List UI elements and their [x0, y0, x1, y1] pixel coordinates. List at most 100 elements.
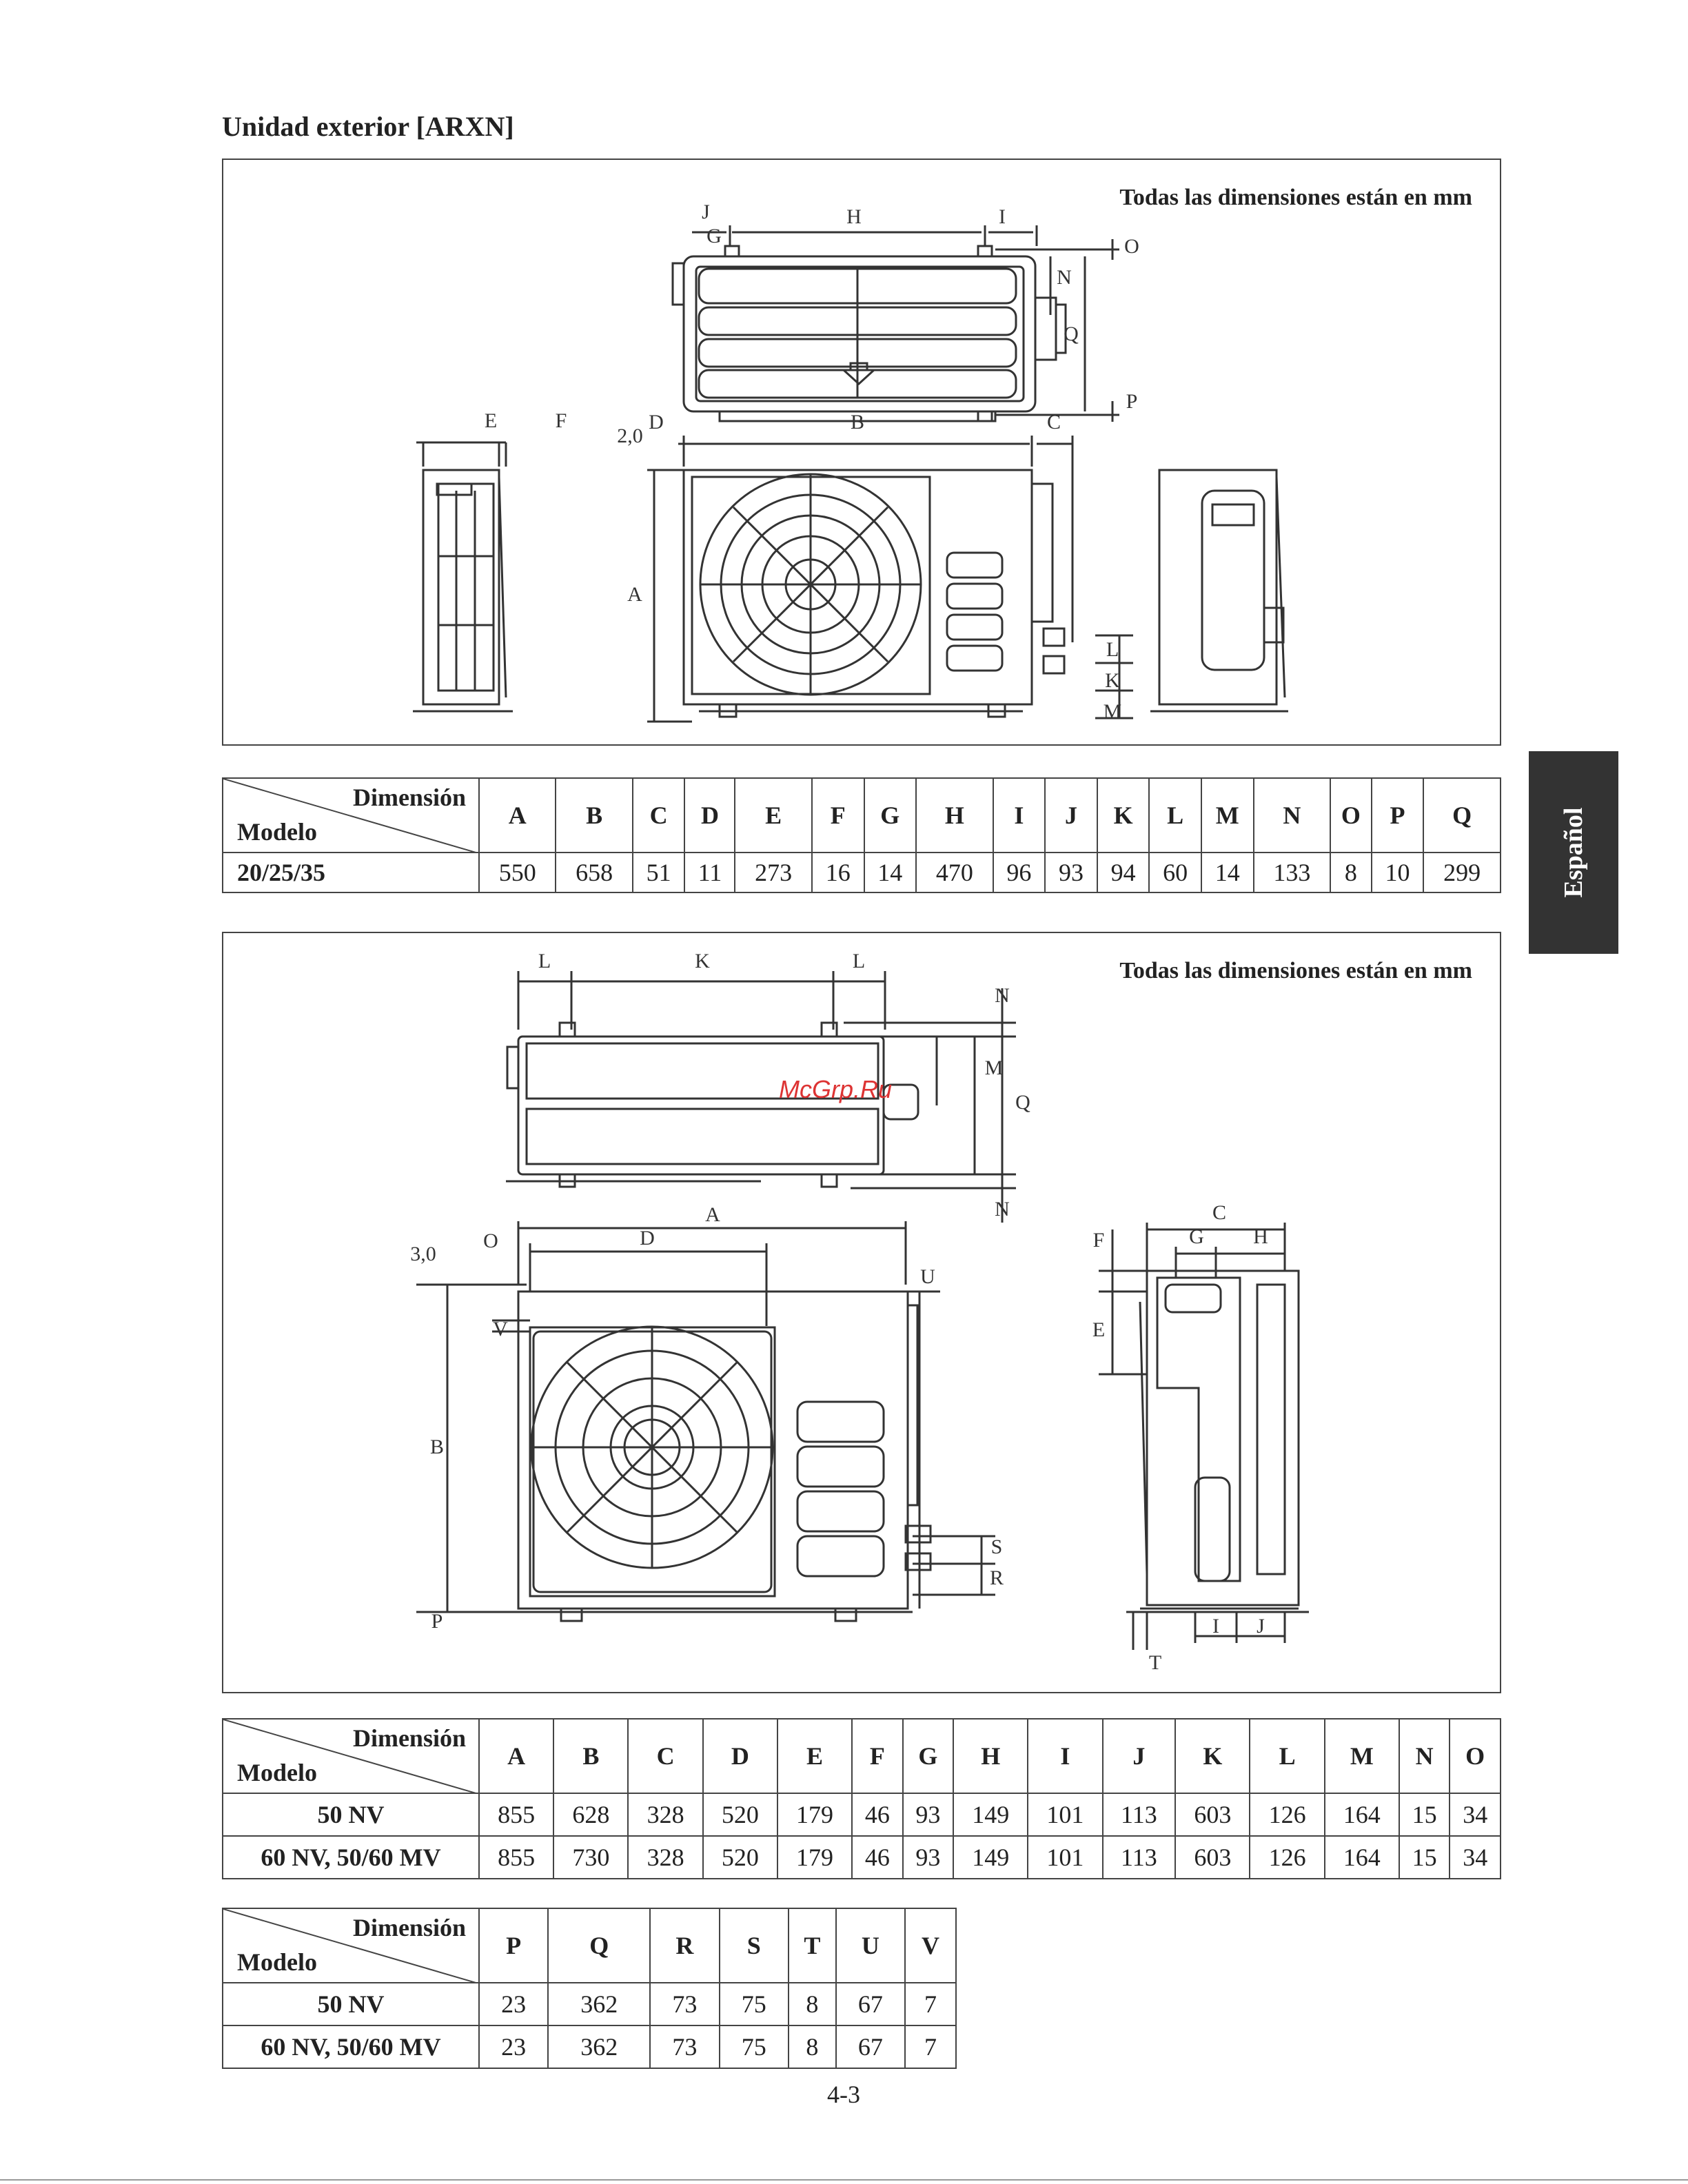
dim2-label-U: U — [920, 1265, 935, 1288]
table-cell: 34 — [1449, 1835, 1501, 1879]
table-cell: 328 — [627, 1793, 704, 1837]
table1-header-corner: Dimensión Modelo — [222, 777, 480, 853]
table-cell: 299 — [1423, 852, 1501, 893]
dim-label-F: F — [556, 409, 567, 432]
language-tab-label: Español — [1559, 807, 1588, 898]
table1-col: J — [1044, 777, 1098, 853]
table-cell: 75 — [718, 2025, 789, 2069]
table1-model: 20/25/35 — [222, 852, 480, 893]
dim-label-N-top: N — [1057, 266, 1072, 289]
table-cell: 603 — [1175, 1835, 1251, 1879]
table-cell: 658 — [555, 852, 633, 893]
header-dimension-label: Dimensión — [352, 1914, 466, 1941]
dim2-label-K: K — [695, 950, 710, 972]
table-cell: 550 — [478, 852, 557, 893]
dim2-label-N-bottom: N — [995, 1198, 1010, 1221]
table-cell: 628 — [553, 1793, 629, 1837]
table-row: 20/25/35 550 658 51 11 273 16 14 470 96 … — [222, 852, 1501, 893]
right-side-view — [1158, 469, 1278, 706]
table-cell: 10 — [1370, 852, 1425, 893]
table-cell: 67 — [835, 1982, 906, 2026]
dim-label-J-top: J — [702, 201, 710, 223]
table-cell: 93 — [1044, 852, 1098, 893]
dim-label-G-top: G — [706, 225, 722, 247]
table-cell: 113 — [1101, 1793, 1177, 1837]
table-cell: 46 — [851, 1835, 904, 1879]
table1-col: D — [684, 777, 736, 853]
dimension-table-3: Dimensión Modelo P Q R S T U V 50 NV 23 … — [222, 1908, 957, 2069]
table1-col: M — [1200, 777, 1254, 853]
table-cell: 60 — [1148, 852, 1202, 893]
table-cell: 273 — [734, 852, 813, 893]
table1-col: H — [915, 777, 994, 853]
table3-model: 60 NV, 50/60 MV — [222, 2025, 480, 2069]
dim-label-M: M — [1104, 700, 1122, 723]
header-model-label: Modelo — [237, 1759, 317, 1786]
table2-col: E — [776, 1718, 853, 1794]
table-cell: 15 — [1398, 1793, 1451, 1837]
dim2-label-M: M — [985, 1057, 1004, 1079]
table-cell: 51 — [631, 852, 686, 893]
dim2-label-T: T — [1149, 1651, 1161, 1674]
dim-label-P-top: P — [1126, 390, 1138, 413]
dim2-label-L-left: L — [538, 950, 551, 972]
table-cell: 11 — [684, 852, 736, 893]
dim2-label-D: D — [640, 1227, 655, 1249]
table1-col: O — [1330, 777, 1372, 853]
table-cell: 133 — [1252, 852, 1332, 893]
table-cell: 101 — [1027, 1793, 1104, 1837]
table-cell: 149 — [953, 1835, 1029, 1879]
table1-col: B — [555, 777, 633, 853]
watermark-text: McGrp.Ru — [779, 1075, 893, 1103]
table2-col: C — [627, 1718, 704, 1794]
dimension-table-2: Dimensión Modelo A B C D E F G H I J K L… — [222, 1718, 1501, 1879]
table-cell: 520 — [702, 1835, 778, 1879]
table3-model: 50 NV — [222, 1982, 480, 2026]
table1-col: G — [863, 777, 917, 853]
table-cell: 8 — [787, 2025, 837, 2069]
table1-col: F — [811, 777, 865, 853]
bottom-divider — [0, 2179, 1688, 2181]
table3-col: P — [478, 1908, 549, 1983]
table2-col: K — [1175, 1718, 1251, 1794]
dim2-label-J: J — [1257, 1615, 1265, 1637]
table-cell: 7 — [904, 2025, 957, 2069]
table1-col: K — [1096, 777, 1150, 853]
table2-header-corner: Dimensión Modelo — [222, 1718, 480, 1794]
table-cell: 15 — [1398, 1835, 1451, 1879]
table-cell: 126 — [1249, 1793, 1325, 1837]
table2-col: N — [1398, 1718, 1451, 1794]
table-row: 50 NV 855 628 328 520 179 46 93 149 101 … — [222, 1793, 1501, 1837]
table-cell: 179 — [776, 1835, 853, 1879]
dim-label-H-top: H — [846, 205, 862, 228]
table-cell: 14 — [863, 852, 917, 893]
dim-label-E: E — [485, 409, 497, 432]
table2-col: D — [702, 1718, 778, 1794]
front-view-casing-2 — [517, 1290, 909, 1610]
table-cell: 855 — [478, 1835, 555, 1879]
table-row: 50 NV 23 362 73 75 8 67 7 — [222, 1982, 957, 2026]
table-cell: 23 — [478, 2025, 549, 2069]
header-dimension-label: Dimensión — [352, 784, 466, 811]
table2-col: M — [1323, 1718, 1400, 1794]
diagram-frame-1: Todas las dimensiones están en mm — [222, 159, 1501, 746]
dim-label-gap: 2,0 — [617, 425, 643, 447]
dim2-label-L-right: L — [853, 950, 865, 972]
table2-col: H — [953, 1718, 1029, 1794]
header-dimension-label: Dimensión — [352, 1724, 466, 1752]
table-cell: 470 — [915, 852, 994, 893]
table1-col: L — [1148, 777, 1202, 853]
language-side-tab: Español — [1529, 751, 1618, 954]
table-cell: 93 — [902, 1835, 955, 1879]
table-cell: 8 — [787, 1982, 837, 2026]
table2-col: O — [1449, 1718, 1501, 1794]
table1-col: E — [734, 777, 813, 853]
dim2-label-I: I — [1212, 1615, 1219, 1637]
dim2-label-P: P — [431, 1610, 443, 1633]
table-cell: 14 — [1200, 852, 1254, 893]
table-cell: 67 — [835, 2025, 906, 2069]
table-cell: 362 — [547, 1982, 651, 2026]
table-cell: 362 — [547, 2025, 651, 2069]
table3-header-corner: Dimensión Modelo — [222, 1908, 480, 1983]
table-cell: 93 — [902, 1793, 955, 1837]
